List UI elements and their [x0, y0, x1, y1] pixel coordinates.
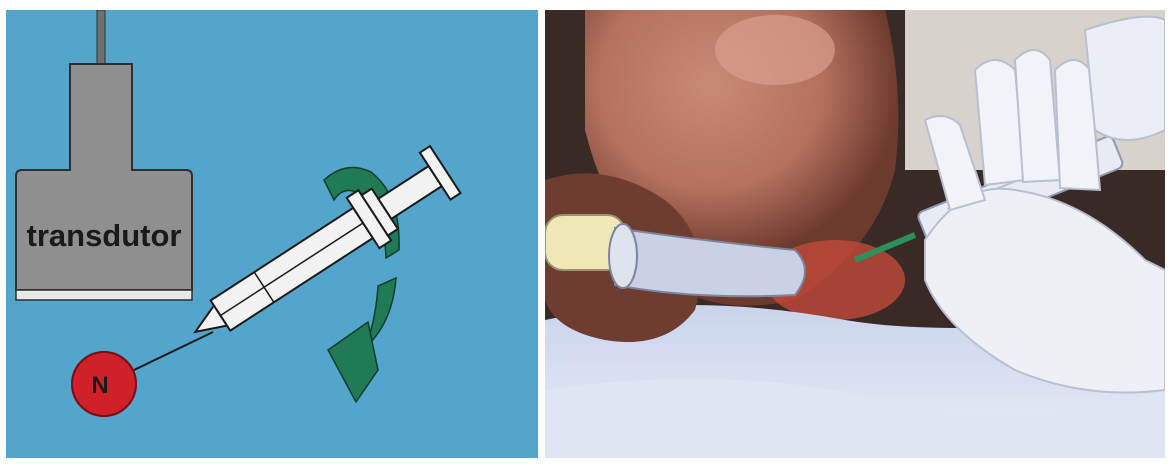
transducer-label: transdutor	[27, 218, 182, 253]
transducer-cable	[97, 10, 105, 65]
diagram-illustration: transdutor N	[6, 10, 538, 458]
nerve-label: N	[91, 372, 108, 399]
procedure-photo	[545, 10, 1165, 458]
photo-illustration	[545, 10, 1165, 458]
diagram-panel: transdutor N	[6, 10, 538, 458]
